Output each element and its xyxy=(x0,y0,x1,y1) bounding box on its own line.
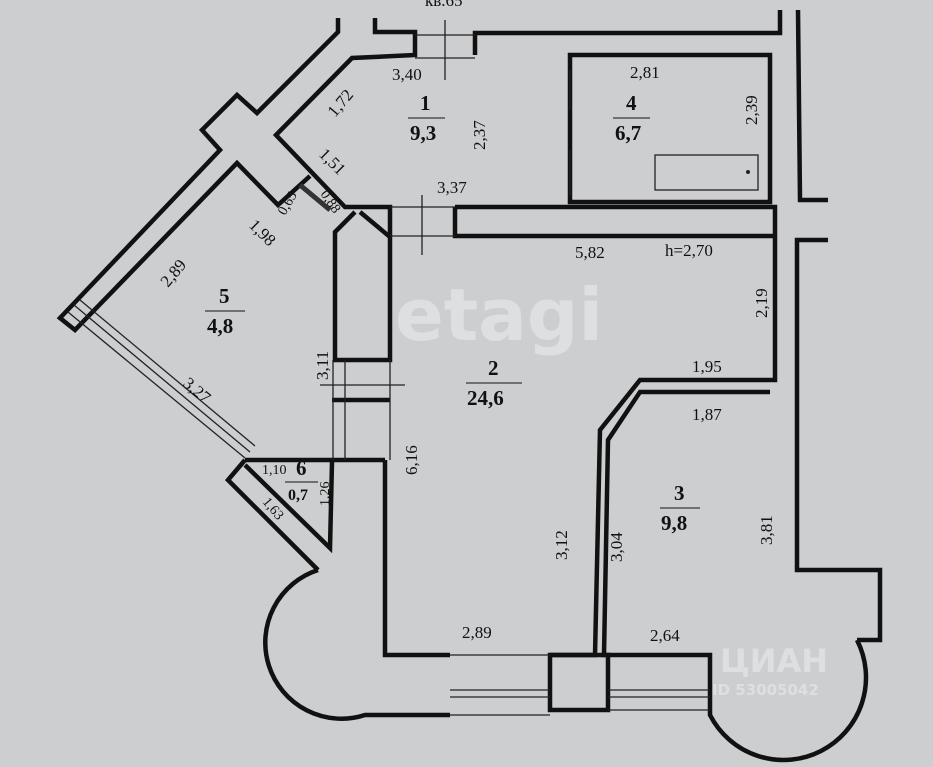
dim-r3-top-inner: 1,87 xyxy=(692,405,722,424)
dim-r1-door: 3,37 xyxy=(437,178,467,197)
dim-r5-left: 2,89 xyxy=(157,256,191,291)
room-5-area: 4,8 xyxy=(207,314,233,338)
dim-r2-top: 5,82 xyxy=(575,243,605,262)
dim-r2-left: 6,16 xyxy=(402,445,421,475)
dim-r1-right: 2,37 xyxy=(470,120,489,150)
room-4-area: 6,7 xyxy=(615,121,641,145)
room-2-number: 2 xyxy=(488,356,499,380)
room-6-number: 6 xyxy=(296,456,307,480)
bathtub-icon xyxy=(654,154,759,191)
etagi-watermark: etagi xyxy=(395,273,603,357)
dim-r3-right: 3,81 xyxy=(757,515,776,545)
dim-r6-top: 1,10 xyxy=(262,463,287,478)
room-1-area: 9,3 xyxy=(410,121,436,145)
dim-r3-bottom: 2,64 xyxy=(650,626,680,645)
dim-r3-left-inner: 3,04 xyxy=(607,532,626,562)
ceiling-height: h=2,70 xyxy=(665,241,713,260)
walls xyxy=(56,9,883,763)
apartment-label: кв.65 xyxy=(425,0,463,10)
dim-r6-side: 1,26 xyxy=(318,482,333,507)
dim-r4-right: 2,39 xyxy=(742,95,761,125)
dim-r4-top: 2,81 xyxy=(630,63,660,82)
dim-r1-top: 3,40 xyxy=(392,65,422,84)
dim-r2-bottom: 2,89 xyxy=(462,623,492,642)
room-3-area: 9,8 xyxy=(661,511,687,535)
dim-r5-window: 3,27 xyxy=(179,374,214,408)
cian-watermark: ЦИАН xyxy=(720,642,828,680)
dim-closet-a: 0,65 xyxy=(275,189,300,218)
dim-r3-left-outer: 3,12 xyxy=(552,530,571,560)
bathtub-drain-icon xyxy=(746,170,750,174)
windows-doors xyxy=(67,20,710,716)
room-2-area: 24,6 xyxy=(467,386,504,410)
room-4-number: 4 xyxy=(626,91,637,115)
dim-r1-diag2: 1,51 xyxy=(315,144,349,178)
dim-r3-top-outer: 1,95 xyxy=(692,357,722,376)
room-5-number: 5 xyxy=(219,284,230,308)
room-labels: 1 9,3 2 24,6 3 9,8 4 6,7 5 4,8 6 0,7 xyxy=(205,91,700,535)
cian-id-watermark: ID 53005042 xyxy=(712,681,819,699)
dim-r1-diag: 1,72 xyxy=(324,86,358,121)
room-3-number: 3 xyxy=(674,481,685,505)
room-1-number: 1 xyxy=(420,91,431,115)
dim-r2-col: 3,11 xyxy=(313,351,332,380)
dim-r2-right: 2,19 xyxy=(752,288,771,318)
dim-r5-top: 1,98 xyxy=(245,215,279,249)
room-6-area: 0,7 xyxy=(288,487,308,504)
